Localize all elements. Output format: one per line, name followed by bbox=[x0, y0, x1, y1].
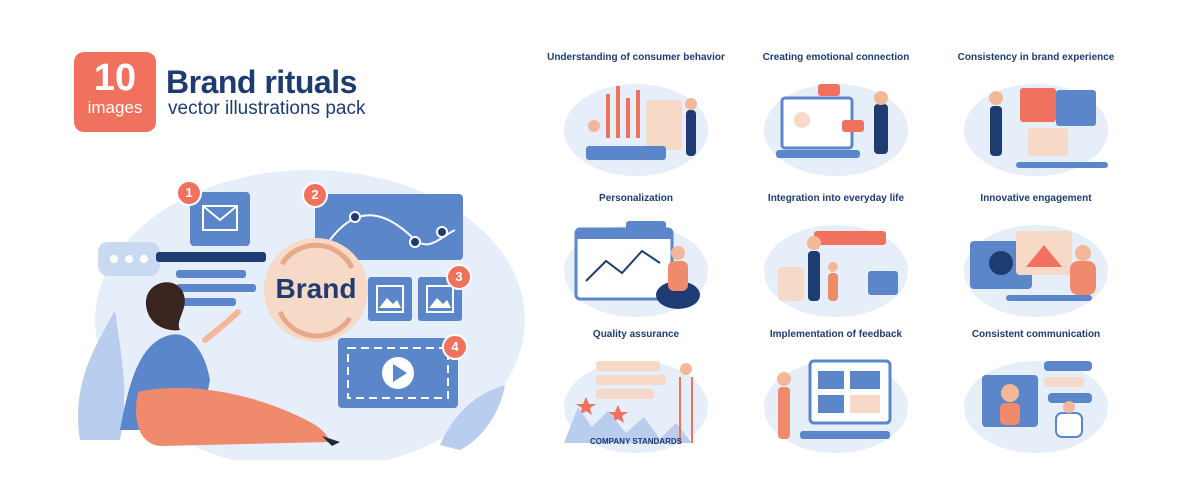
card-illustration bbox=[956, 347, 1116, 455]
card-illustration: COMPANY STANDARDS bbox=[556, 347, 716, 455]
card-title: Consistency in brand experience bbox=[957, 52, 1115, 63]
step-badge-4: 4 bbox=[442, 334, 468, 360]
card-quality-assurance: Quality assurance COMPANY STANDARDS bbox=[541, 329, 731, 469]
card-illustration bbox=[956, 70, 1116, 178]
card-title: Integration into everyday life bbox=[767, 193, 905, 204]
card-illustration bbox=[556, 211, 716, 319]
card-illustration bbox=[756, 211, 916, 319]
step-badge-2: 2 bbox=[302, 182, 328, 208]
card-title: Personalization bbox=[599, 193, 673, 204]
hero-illustration: Brand 1 2 3 4 bbox=[60, 160, 530, 460]
card-illustration bbox=[956, 211, 1116, 319]
card-title: Innovative engagement bbox=[980, 193, 1092, 204]
image-count-word: images bbox=[87, 98, 143, 117]
company-standards-label: COMPANY STANDARDS bbox=[589, 437, 682, 446]
card-consumer-behavior: Understanding of consumer behavior bbox=[541, 52, 731, 192]
card-title: Creating emotional connection bbox=[762, 52, 910, 63]
image-count-badge: 10 images bbox=[74, 52, 156, 132]
card-brand-experience: Consistency in brand experience bbox=[941, 52, 1131, 192]
hero-scene bbox=[78, 170, 525, 460]
card-illustration bbox=[756, 347, 916, 455]
card-everyday-life: Integration into everyday life bbox=[741, 193, 931, 333]
step-badge-3: 3 bbox=[446, 264, 472, 290]
brand-label: Brand bbox=[275, 273, 357, 304]
step-badge-1: 1 bbox=[176, 180, 202, 206]
card-emotional-connection: Creating emotional connection bbox=[741, 52, 931, 192]
card-personalization: Personalization bbox=[541, 193, 731, 333]
pack-subtitle: vector illustrations pack bbox=[168, 98, 366, 119]
card-communication: Consistent communication bbox=[941, 329, 1131, 469]
image-count: 10 bbox=[93, 57, 137, 99]
pack-title: Brand rituals bbox=[166, 64, 357, 100]
card-title: Consistent communication bbox=[971, 329, 1101, 340]
card-title: Understanding of consumer behavior bbox=[547, 52, 725, 63]
card-illustration bbox=[556, 70, 716, 178]
card-innovative-engagement: Innovative engagement bbox=[941, 193, 1131, 333]
card-illustration bbox=[756, 70, 916, 178]
card-title: Implementation of feedback bbox=[769, 329, 903, 340]
card-feedback: Implementation of feedback bbox=[741, 329, 931, 469]
card-title: Quality assurance bbox=[592, 329, 680, 340]
